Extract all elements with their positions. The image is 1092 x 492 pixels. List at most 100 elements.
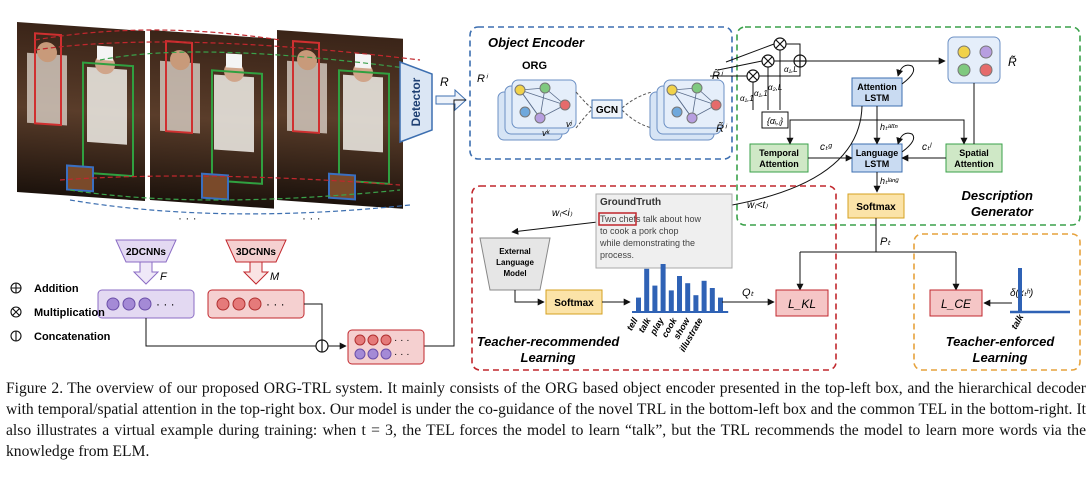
alpha-set-label: {αᵢ,ⱼ}	[767, 116, 783, 126]
groundtruth-line-4: process.	[600, 250, 634, 260]
language-lstm-label-1: Language	[856, 148, 899, 158]
gcn-label: GCN	[596, 105, 618, 116]
w-lt-t-label: w₍<t₎	[747, 200, 768, 211]
multiplication-icon	[10, 306, 22, 318]
addition-icon	[10, 282, 22, 294]
spatial-attention-box	[945, 143, 1003, 173]
attention-lstm-box	[851, 77, 903, 107]
detector-label: Detector	[409, 77, 423, 126]
frame-ellipsis-2: · · ·	[302, 211, 321, 225]
encoder-connections	[710, 43, 946, 110]
cnn2d-block: 2DCNNs F	[115, 239, 177, 285]
word-bar	[709, 288, 715, 312]
p-t-label: Pₜ	[880, 236, 891, 248]
cnn2d-arrow-icon	[132, 261, 160, 285]
word-bar	[685, 283, 691, 312]
word-bar	[644, 268, 650, 312]
feature-f: · · ·	[97, 289, 195, 319]
alpha-4-label: α₁,1	[754, 89, 768, 98]
feature-connections	[145, 99, 466, 350]
q-t-label: Qₜ	[742, 287, 755, 299]
multiplication-icon	[761, 54, 775, 68]
description-generator-title-1: Description	[961, 188, 1033, 203]
v-k-label: vᵏ	[542, 128, 551, 138]
elm-to-softmax	[514, 290, 545, 306]
talk-label: talk	[1009, 312, 1026, 331]
word-bar	[652, 285, 658, 312]
softmax-trl-label: Softmax	[554, 298, 594, 309]
tel-title-2: Learning	[973, 350, 1028, 365]
temporal-attention-label-2: Attention	[759, 159, 799, 169]
feature-m: · · ·	[207, 289, 305, 319]
legend-concatenation: Concatenation	[34, 331, 111, 343]
trl-title-1: Teacher-recommended	[477, 334, 621, 349]
language-lstm-recurrence	[896, 132, 915, 153]
cnn3d-label: 3DCNNs	[236, 247, 276, 258]
softmax-top-box	[847, 193, 905, 219]
r-label: R	[440, 75, 449, 89]
feature-concat: · · · · · ·	[347, 329, 425, 365]
r-tilde-block	[947, 36, 1001, 84]
legend-addition: Addition	[34, 283, 79, 295]
decoder-connections	[786, 83, 975, 193]
attention-lstm-label-2: LSTM	[865, 93, 890, 103]
groundtruth-line-2: to cook a pork chop	[600, 226, 679, 236]
multiplication-icon	[773, 37, 787, 51]
word-bar	[718, 297, 723, 312]
r-tilde-i-label-bottom: R̃ⁱ	[716, 122, 728, 135]
l-kl-label: L_KL	[788, 297, 816, 311]
talk-bar	[1018, 268, 1022, 312]
softmax-trl-box	[545, 289, 603, 315]
word-bar	[701, 280, 707, 312]
org-label: ORG	[522, 60, 547, 72]
word-bar	[668, 290, 674, 312]
description-generator-box	[736, 26, 1081, 226]
cnn3d-block: 3DCNNs M	[225, 239, 287, 285]
elm-block	[479, 237, 551, 291]
org-graph-right	[649, 79, 725, 141]
feature-f-dots: · · ·	[156, 297, 175, 311]
word-bar	[636, 297, 641, 312]
frame-links	[34, 29, 421, 215]
tel-title-1: Teacher-enforced	[946, 334, 1056, 349]
gcn-block: GCN	[575, 91, 653, 129]
alpha-1-label: α₁,L	[784, 65, 798, 74]
frame-ellipsis-1: · · ·	[178, 211, 197, 225]
feature-concat-dots-1: · · ·	[394, 335, 410, 346]
temporal-attention-label-1: Temporal	[759, 148, 799, 158]
trl-title-2: Learning	[521, 350, 576, 365]
word-distribution-chart	[632, 264, 729, 313]
l-ce-label: L_CE	[941, 297, 972, 311]
language-lstm-label-2: LSTM	[865, 159, 890, 169]
legend-multiplication: Multiplication	[34, 307, 105, 319]
org-graph-left	[497, 79, 577, 141]
concatenation-icon	[10, 330, 22, 342]
c-g-label: cₜᵍ	[820, 142, 833, 153]
operators	[746, 37, 807, 83]
h-attn-label: hₜᵃᵗᵗⁿ	[880, 122, 898, 132]
video-frame-3	[277, 30, 403, 209]
c-l-label: cₜˡ	[922, 142, 932, 153]
video-frame-1	[17, 22, 145, 201]
caption-text: The overview of our proposed ORG-TRL sys…	[6, 380, 1086, 460]
elm-label-3: Model	[503, 269, 526, 278]
r-tilde-label: R̃	[1008, 54, 1017, 69]
word-bar	[660, 264, 666, 312]
r-i-label: Rⁱ	[477, 73, 489, 85]
l-ce-box	[929, 289, 983, 317]
video-frames: · · · · · ·	[17, 22, 421, 225]
temporal-attention-box	[749, 143, 809, 173]
m-label: M	[270, 271, 280, 283]
f-label: F	[160, 271, 168, 283]
spatial-attention-label-1: Spatial	[959, 148, 989, 158]
cnn3d-arrow-icon	[242, 261, 270, 285]
elm-label-1: External	[499, 247, 531, 256]
cnn2d-label: 2DCNNs	[126, 247, 166, 258]
feature-m-dots: · · ·	[266, 297, 285, 311]
attention-lstm-recurrence	[896, 64, 915, 85]
caption-label: Figure 2.	[6, 380, 64, 397]
alpha-3-label: α₁,1	[740, 94, 754, 103]
trl-box	[471, 185, 837, 371]
h-lang-label: hₜˡᵃⁿᵍ	[880, 176, 899, 186]
